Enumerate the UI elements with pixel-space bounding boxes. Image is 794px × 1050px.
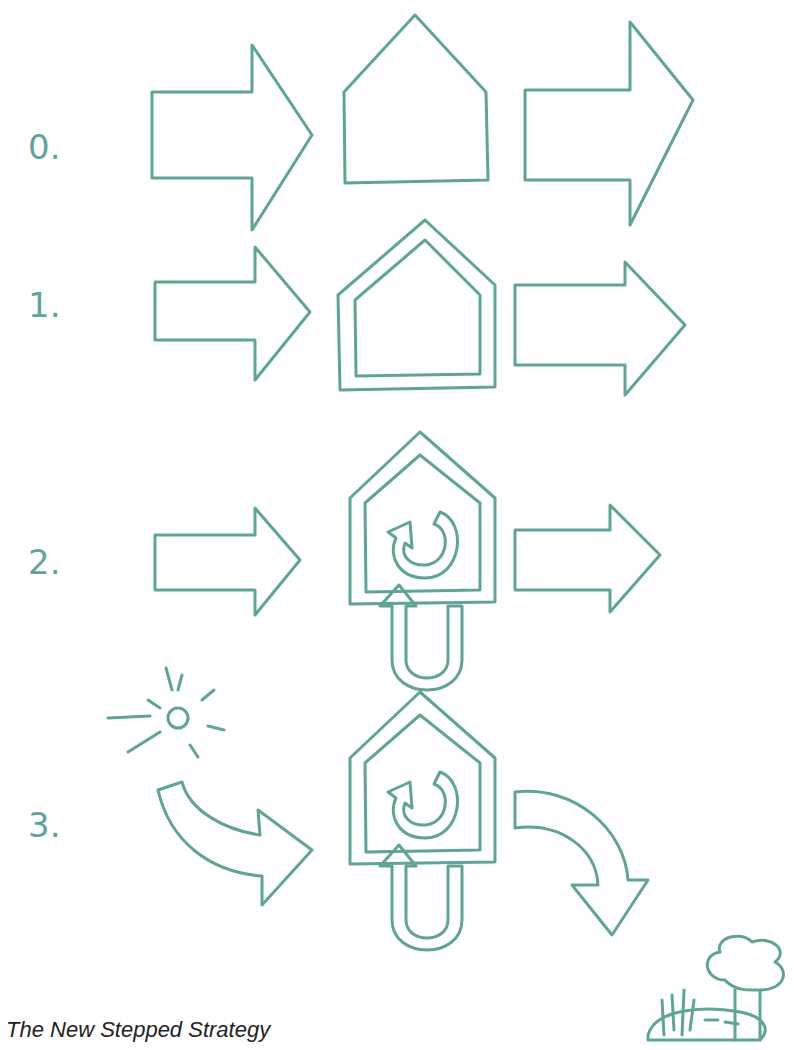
output-arrow [515, 505, 660, 612]
house-outer-insulation [350, 692, 495, 864]
figure-caption: The New Stepped Strategy [6, 1018, 270, 1042]
input-arrow [152, 45, 312, 230]
solar-arrow [158, 782, 312, 905]
house-outer-insulation [338, 220, 495, 390]
step-number: 0. [28, 130, 60, 164]
ground-patch [648, 1009, 765, 1040]
step-number: 1. [28, 288, 60, 322]
house-inner [365, 455, 480, 592]
loop-arrow [380, 585, 462, 690]
house-outer-insulation [350, 432, 495, 604]
recycle-arrow [388, 772, 458, 838]
grass [662, 990, 738, 1035]
output-arrow [525, 22, 693, 225]
house-inner [355, 240, 480, 376]
sun [168, 708, 188, 728]
recycle-arrow [388, 512, 458, 578]
house-outline [344, 15, 488, 183]
sun-rays [108, 668, 224, 757]
input-arrow [155, 508, 300, 615]
house-inner [365, 715, 480, 852]
input-arrow [155, 247, 310, 380]
output-arrow [515, 262, 685, 395]
step-number: 3. [28, 808, 60, 842]
tree [707, 936, 783, 1040]
loop-arrow [380, 845, 462, 950]
step-number: 2. [28, 545, 60, 579]
waste-arrow [515, 791, 648, 935]
